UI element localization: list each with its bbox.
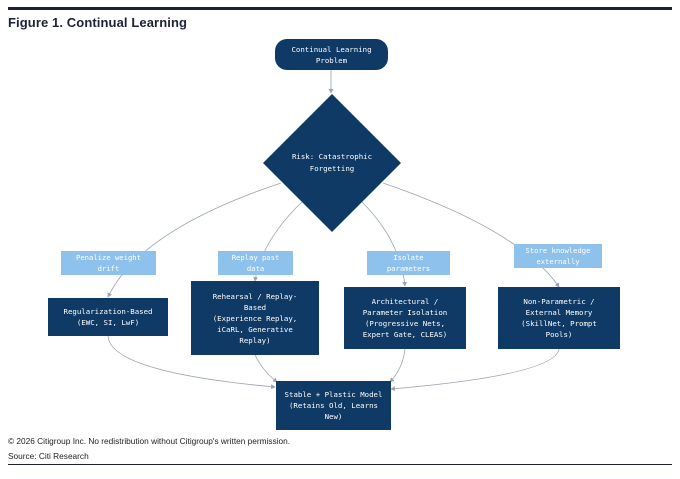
risk-diamond [263,94,401,232]
edge-architectural-result [389,348,406,383]
edge-risk-nonparametric [382,182,560,288]
edge-nonparametric-result [390,348,560,392]
node-non-parametric-external-memory: Non-Parametric / External Memory (SkillN… [498,287,620,349]
edge-label-penalize: Penalize weight drift [61,251,156,275]
edge-label-replay: Replay past data [218,251,293,275]
edge-risk-regularization [107,182,282,298]
edge-regularization-result [107,335,276,390]
node-architectural-parameter-isolation: Architectural / Parameter Isolation (Pro… [344,287,466,349]
node-rehearsal-replay-based: Rehearsal / Replay- Based (Experience Re… [191,281,319,355]
bottom-rule [8,464,672,465]
edge-rehearsal-result [254,354,278,383]
node-risk-label: Risk: Catastrophic Forgetting [291,152,373,173]
edge-risk-architectural [361,201,407,287]
node-continual-learning-problem: Continual Learning Problem [275,39,388,70]
node-stable-plastic-model: Stable + Plastic Model (Retains Old, Lea… [276,381,391,430]
source-note: Source: Citi Research [8,451,89,461]
node-regularization-based: Regularization-Based (EWC, SI, LwF) [48,298,168,336]
top-rule [8,7,672,10]
edge-label-store: Store knowledge externally [514,244,602,268]
copyright-notice: © 2026 Citigroup Inc. No redistribution … [8,436,291,446]
edge-label-isolate: Isolate parameters [367,251,450,275]
figure-title: Figure 1. Continual Learning [8,15,188,30]
